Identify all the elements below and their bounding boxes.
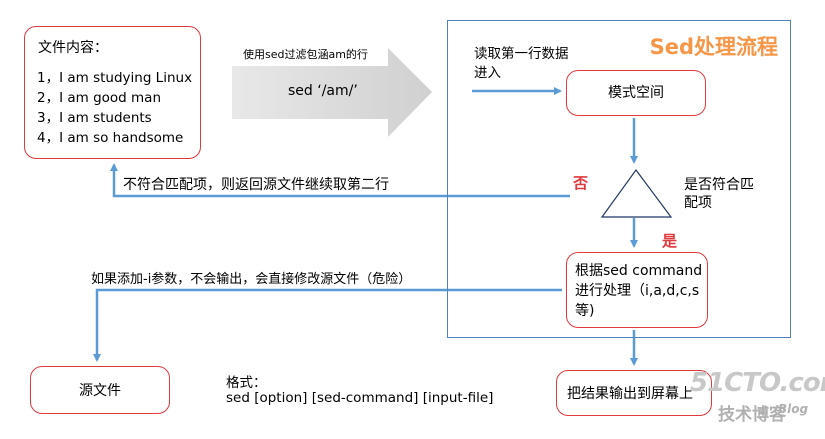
format-label: 格式： <box>226 375 267 391</box>
flow-title: Sed处理流程 <box>649 35 778 59</box>
sed-flow-panel: Sed处理流程 <box>447 20 791 338</box>
decision-no-label: 否 <box>573 174 589 192</box>
decision-triangle <box>600 168 673 218</box>
output-label: 把结果输出到屏幕上 <box>567 386 693 402</box>
watermark-brand: 51CTO.com <box>690 368 825 398</box>
sed-arrow-hint: 使用sed过滤包涵am的行 <box>243 48 368 61</box>
content-line: 3，I am students <box>37 110 152 126</box>
pattern-space-box: 模式空间 <box>566 70 706 116</box>
sed-big-arrow <box>232 48 432 137</box>
process-box: 根据sed command进行处理（i,a,d,c,s等) <box>566 252 708 328</box>
decision-yes-label: 是 <box>662 232 678 250</box>
decision-question: 是否符合匹配项 <box>684 177 754 211</box>
inplace-warning-text: 如果添加-i参数，不会输出，会直接修改源文件（危险） <box>91 272 412 287</box>
content-line: 4，I am so handsome <box>37 130 184 146</box>
no-match-text: 不符合匹配项，则返回源文件继续取第二行 <box>123 177 389 193</box>
source-content-box: 文件内容： 1，I am studying Linux 2，I am good … <box>24 26 201 159</box>
process-label: 根据sed command进行处理（i,a,d,c,s等) <box>575 263 703 319</box>
read-line-label: 读取第一行数据进入 <box>474 46 569 81</box>
content-line: 2，I am good man <box>37 90 162 106</box>
source-file-label: 源文件 <box>79 383 121 399</box>
watermark-subtitle: 技术博客 <box>718 405 786 425</box>
source-file-box: 源文件 <box>30 366 170 414</box>
watermark-blog: Blog <box>778 402 809 416</box>
sed-arrow-command: sed ‘/am/’ <box>288 83 358 99</box>
inplace-arrow <box>93 288 562 362</box>
source-content-title: 文件内容： <box>38 40 108 56</box>
format-syntax: sed [option] [sed-command] [input-file] <box>226 390 494 406</box>
output-box: 把结果输出到屏幕上 <box>556 370 712 416</box>
content-line: 1，I am studying Linux <box>37 70 193 86</box>
pattern-space-label: 模式空间 <box>608 85 664 101</box>
no-match-return-arrow <box>110 163 570 198</box>
